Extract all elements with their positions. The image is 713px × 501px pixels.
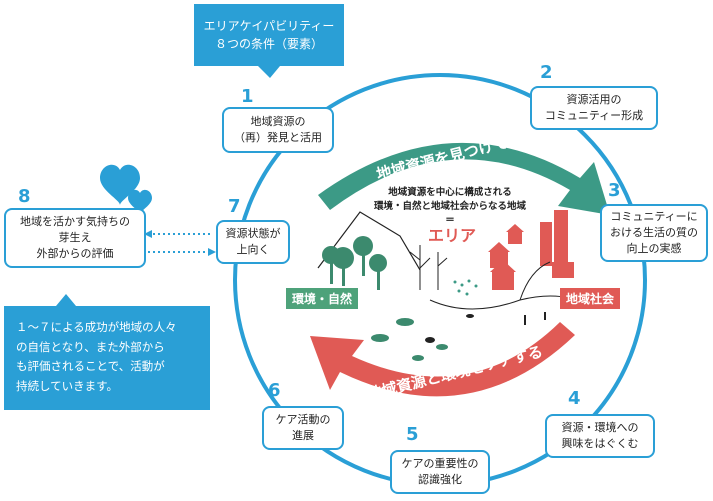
step-7-line2: 上向く [236,243,270,256]
center-equals: ＝ [445,214,455,226]
header-line1: エリアケイパビリティー [203,19,335,33]
step-6-line1: ケア活動の [275,413,331,427]
center-caption-line2: 環境・自然と地域社会からなる地域 [373,200,526,212]
center-caption: 地域資源を中心に構成される 環境・自然と地域社会からなる地域 ＝ [360,186,540,227]
heart-icon [100,164,140,205]
step-5-box: ケアの重要性の 認識強化 [390,450,490,494]
step-8-number: 8 [18,186,31,207]
trees-illustration [322,236,387,290]
field-dots [453,279,478,296]
step-1-box: 地域資源の （再）発見と活用 [222,107,334,153]
step-7-number: 7 [228,196,241,217]
step-1-number: 1 [241,86,254,107]
step-3-line2: おける生活の質の [610,226,698,240]
society-label: 地域社会 [560,288,621,309]
step-3-line1: コミュニティーに [610,210,698,224]
exchange-arrows [148,233,212,253]
step-5-line2: 認識強化 [418,473,462,486]
step-4-line2: 興味をはぐくむ [561,437,639,450]
step-1-line2: （再）発見と活用 [234,131,322,144]
summary-line1: １～７による成功が地域の人々 [16,320,177,334]
step-3-number: 3 [608,180,621,201]
summary-line3: も評価されることで、活動が [16,359,165,374]
step-8-line3: 外部からの評価 [36,246,114,260]
step-5-line1: ケアの重要性の [401,457,479,471]
step-2-line2: コミュニティー形成 [544,109,644,122]
step-7-line1: 資源状態が [225,227,281,241]
step-8-line1: 地域を活かす気持ちの [20,215,130,229]
step-2-number: 2 [540,62,553,83]
step-7-box: 資源状態が 上向く [216,220,290,264]
water-illustration [371,314,474,361]
step-8-line2: 芽生え [58,231,92,245]
step-2-box: 資源活用の コミュニティー形成 [530,86,658,130]
step-3-line3: 向上の実感 [626,241,682,255]
summary-callout: １～７による成功が地域の人々 の自信となり、また外部から も評価されることで、活… [4,306,210,410]
step-6-line2: 進展 [292,429,314,442]
step-6-number: 6 [268,380,281,401]
header-callout: エリアケイパビリティー ８つの条件（要素） [194,4,344,66]
summary-line4: 持続していきます。 [16,378,119,393]
bare-trees-illustration [409,245,448,290]
houses-illustration [488,210,574,290]
nature-label: 環境・自然 [286,288,359,309]
step-4-number: 4 [568,388,581,409]
summary-line2: の自信となり、また外部から [16,339,165,354]
center-caption-line1: 地域資源を中心に構成される [388,187,512,198]
step-4-box: 資源・環境への 興味をはぐくむ [545,414,655,458]
step-8-box: 地域を活かす気持ちの 芽生え 外部からの評価 [4,208,146,268]
area-label: エリア [428,226,477,245]
header-line2: ８つの条件（要素） [214,37,323,51]
step-2-line1: 資源活用の [566,93,622,107]
bottom-arc-arrow [310,322,575,397]
top-arc-arrow [318,142,610,215]
step-3-box: コミュニティーに おける生活の質の 向上の実感 [600,204,708,262]
mountain-line [317,211,421,271]
step-6-box: ケア活動の 進展 [262,406,344,450]
step-4-line1: 資源・環境への [561,421,639,435]
heart-small-icon [128,189,152,214]
step-5-number: 5 [406,424,419,445]
step-1-line1: 地域資源の [250,115,306,129]
